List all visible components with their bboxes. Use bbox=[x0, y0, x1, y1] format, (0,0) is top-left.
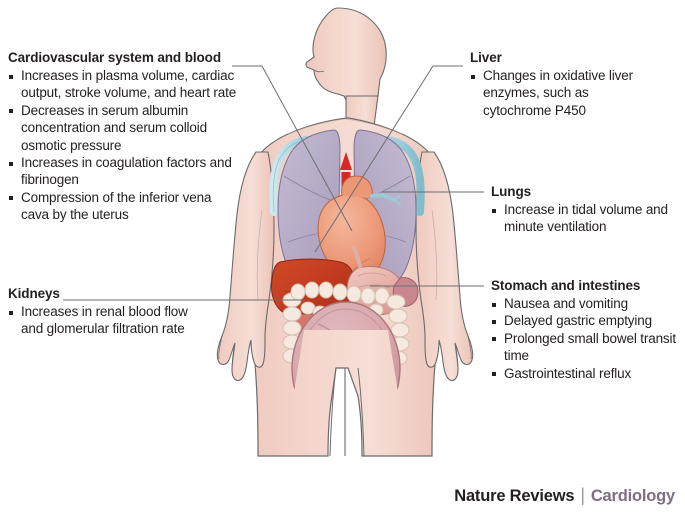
label-cardiovascular-bullets: Increases in plasma volume, cardiac outp… bbox=[8, 67, 240, 224]
list-item: Increases in renal blood flow and glomer… bbox=[8, 303, 208, 338]
label-lungs: Lungs Increase in tidal volume and minut… bbox=[491, 184, 685, 236]
label-cardiovascular-title: Cardiovascular system and blood bbox=[8, 50, 221, 65]
label-liver: Liver Changes in oxidative liver enzymes… bbox=[470, 50, 655, 119]
label-liver-title: Liver bbox=[470, 50, 502, 65]
list-item: Increases in plasma volume, cardiac outp… bbox=[8, 67, 240, 102]
list-item: Decreases in serum albumin concentration… bbox=[8, 102, 240, 154]
label-kidneys: Kidneys Increases in renal blood flow an… bbox=[8, 286, 208, 338]
label-stomach-title: Stomach and intestines bbox=[491, 278, 641, 293]
journal-branding: Nature Reviews | Cardiology bbox=[454, 485, 675, 506]
label-lungs-bullets: Increase in tidal volume and minute vent… bbox=[491, 201, 685, 236]
list-item: Nausea and vomiting bbox=[491, 295, 685, 312]
label-kidneys-bullets: Increases in renal blood flow and glomer… bbox=[8, 303, 208, 338]
list-item: Increases in coagulation factors and fib… bbox=[8, 154, 240, 189]
list-item: Gastrointestinal reflux bbox=[491, 365, 685, 382]
list-item: Changes in oxidative liver enzymes, such… bbox=[470, 67, 655, 119]
label-cardiovascular: Cardiovascular system and blood Increase… bbox=[8, 50, 240, 224]
list-item: Prolonged small bowel transit time bbox=[491, 330, 685, 365]
label-kidneys-title: Kidneys bbox=[8, 286, 60, 301]
label-stomach-bullets: Nausea and vomiting Delayed gastric empt… bbox=[491, 295, 685, 382]
list-item: Delayed gastric emptying bbox=[491, 312, 685, 329]
label-stomach-intestines: Stomach and intestines Nausea and vomiti… bbox=[491, 278, 685, 382]
list-item: Increase in tidal volume and minute vent… bbox=[491, 201, 685, 236]
list-item: Compression of the inferior vena cava by… bbox=[8, 189, 240, 224]
journal-name: Nature Reviews bbox=[454, 487, 575, 505]
label-lungs-title: Lungs bbox=[491, 184, 531, 199]
label-liver-bullets: Changes in oxidative liver enzymes, such… bbox=[470, 67, 655, 119]
brand-separator: | bbox=[580, 485, 585, 505]
journal-section: Cardiology bbox=[590, 487, 675, 505]
